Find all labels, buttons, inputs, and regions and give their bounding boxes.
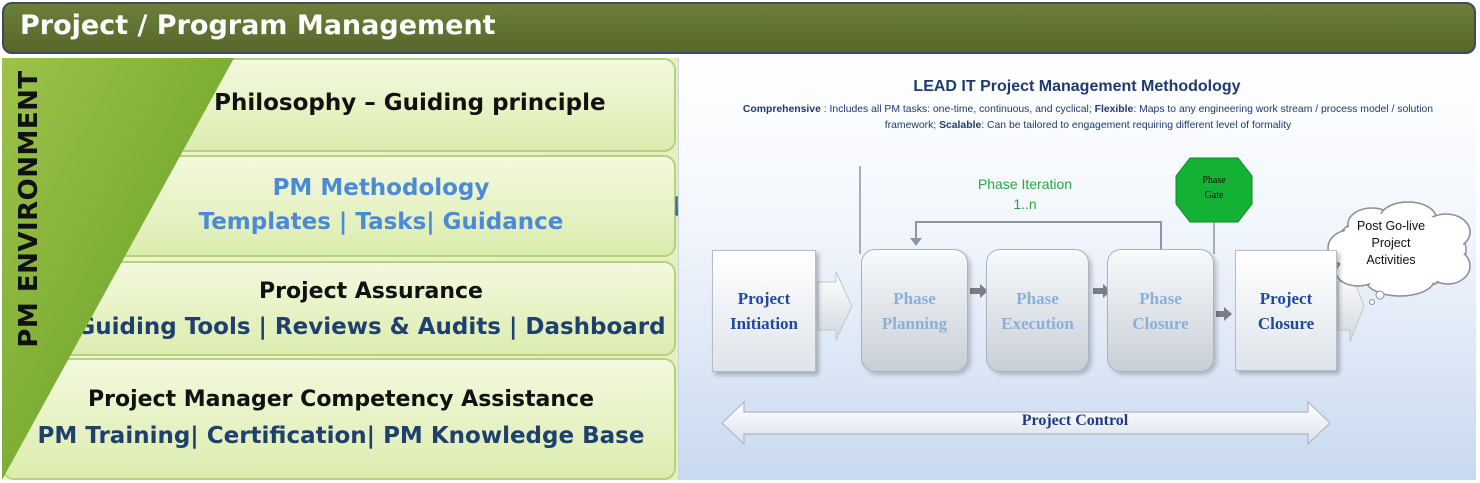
pm-methodology-label: PM Methodology	[272, 175, 490, 201]
post-golive-label: Post Go-live Project Activities	[1336, 218, 1446, 269]
post-golive-line1: Post Go-live	[1356, 219, 1426, 233]
phase-gate-icon	[1175, 157, 1253, 223]
post-golive-line3: Activities	[1366, 253, 1416, 267]
project-control-arrow	[721, 400, 1331, 446]
pm-methodology-items: Templates | Tasks| Guidance	[198, 209, 564, 235]
title-bar	[2, 2, 1476, 54]
methodology-title: LEAD IT Project Management Methodology	[913, 78, 1241, 95]
phase-execution-line1: Phase	[1016, 288, 1059, 308]
phase-iteration-line1: Phase Iteration	[977, 176, 1073, 192]
pm-competency-label: Project Manager Competency Assistance	[87, 387, 595, 412]
phase-iteration-line2: 1..n	[1013, 196, 1037, 212]
phase-execution-line2: Execution	[1001, 313, 1074, 333]
pm-philosophy-box: PM Philosophy – Guiding principle	[2, 58, 676, 152]
project-assurance-box: Project Assurance Guiding Tools | Review…	[2, 261, 676, 356]
pm-competency-items: PM Training| Certification| PM Knowledge…	[37, 423, 645, 449]
project-initiation-line1: Project	[737, 289, 791, 308]
phase-planning-line1: Phase	[893, 288, 936, 308]
project-closure-line1: Project	[1259, 288, 1313, 308]
pm-environment-label: PM ENVIRONMENT	[14, 70, 44, 348]
desc-flexible: Flexible	[1094, 104, 1134, 115]
phase-gate-line1: Phase	[1202, 175, 1226, 186]
page-title: Project / Program Management	[20, 10, 496, 41]
initiation-arrow	[817, 271, 853, 341]
cloud-bubble-large	[1375, 290, 1385, 300]
project-assurance-label: Project Assurance	[259, 279, 483, 304]
phase-closure-line1: Phase	[1139, 288, 1182, 308]
desc-text-3: : Can be tailored to engagement requirin…	[981, 120, 1292, 131]
desc-text-2: : Maps to any engineering work stream / …	[884, 104, 1434, 131]
project-closure-line2: Closure	[1257, 313, 1315, 333]
desc-scalable: Scalable	[939, 120, 982, 131]
desc-text-1: : Includes all PM tasks: one-time, conti…	[820, 104, 1095, 115]
phase-to-project-closure-arrow	[1216, 307, 1232, 321]
cloud-bubble-small	[1369, 299, 1375, 305]
project-control-label: Project Control	[1021, 412, 1129, 429]
phase-planning-line2: Planning	[881, 313, 948, 333]
phase-gate-label: Phase Gate	[1179, 173, 1249, 203]
pm-competency-box: Project Manager Competency Assistance PM…	[2, 358, 676, 480]
planning-to-execution-arrow	[970, 284, 988, 298]
methodology-flow-diagram	[721, 157, 1471, 446]
post-golive-line2: Project	[1371, 236, 1411, 250]
project-assurance-items: Guiding Tools | Reviews & Audits | Dashb…	[76, 314, 666, 340]
project-initiation-line2: Initiation	[729, 314, 799, 333]
iteration-loop-line	[915, 221, 1162, 249]
pm-environment-triangle	[2, 58, 234, 480]
pm-philosophy-label: PM Philosophy – Guiding principle	[166, 90, 606, 116]
phase-gate-line2: Gate	[1204, 190, 1224, 201]
execution-to-closure-arrow	[1093, 284, 1111, 298]
methodology-description: Comprehensive : Includes all PM tasks: o…	[718, 102, 1458, 134]
desc-comprehensive: Comprehensive	[742, 104, 821, 115]
phase-closure-line2: Closure	[1132, 313, 1189, 333]
iteration-arrowhead	[910, 238, 922, 246]
phase-iteration-label: Phase Iteration 1..n	[960, 174, 1090, 214]
